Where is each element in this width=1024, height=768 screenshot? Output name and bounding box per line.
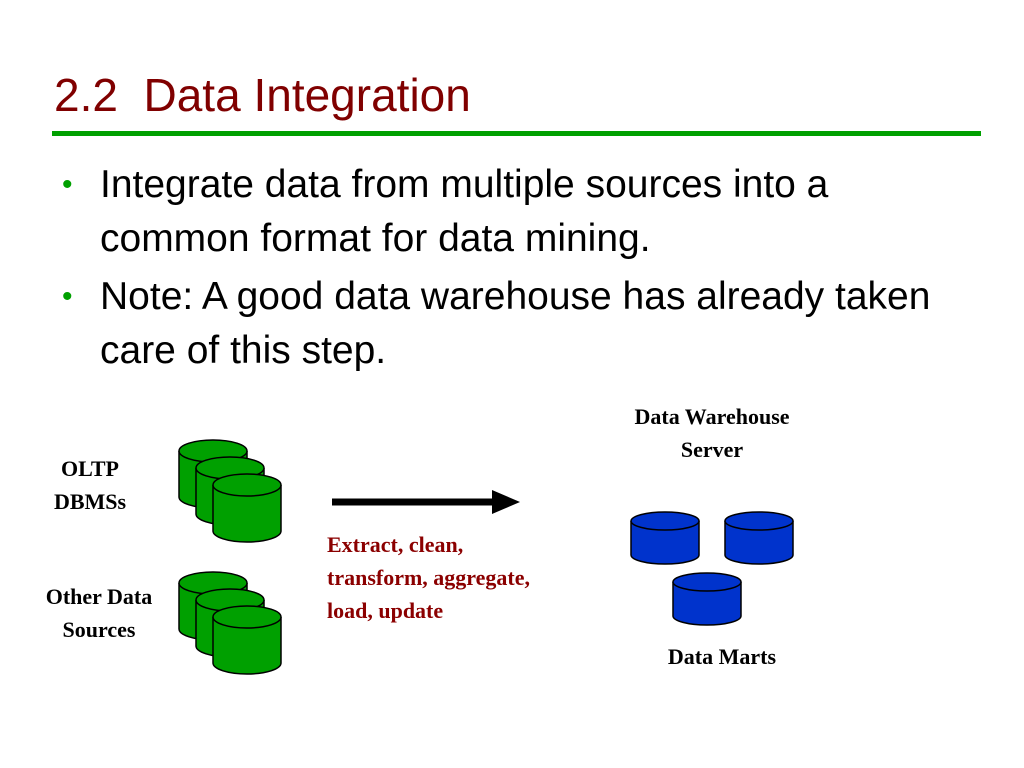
database-cylinder-icon	[724, 511, 794, 565]
warehouse-label: Data Warehouse Server	[592, 400, 832, 466]
other-sources-label-line: Other Data	[45, 584, 153, 609]
bullet-item: • Note: A good data warehouse has alread…	[62, 270, 982, 378]
data-marts-label: Data Marts	[622, 640, 822, 673]
data-marts-label-line: Data Marts	[667, 644, 777, 669]
bullet-text: Integrate data from multiple sources int…	[100, 163, 829, 260]
process-label-line: transform, aggregate,	[327, 565, 531, 590]
database-cylinder-icon	[672, 572, 742, 626]
data-marts-group	[630, 511, 794, 626]
bullet-text: Note: A good data warehouse has already …	[100, 275, 931, 372]
other-sources-database-stack	[178, 571, 282, 675]
bullet-icon: •	[62, 168, 73, 201]
bullet-item: • Integrate data from multiple sources i…	[62, 158, 982, 266]
oltp-label-line: DBMSs	[53, 489, 127, 514]
title-underline	[52, 131, 981, 136]
slide-title: 2.2 Data Integration	[54, 69, 471, 121]
other-sources-label-line: Sources	[62, 617, 136, 642]
process-label-line: Extract, clean,	[327, 532, 464, 557]
database-cylinder-icon	[630, 511, 700, 565]
oltp-label: OLTP DBMSs	[30, 452, 150, 518]
warehouse-label-line: Data Warehouse	[634, 404, 790, 429]
bullet-list: • Integrate data from multiple sources i…	[62, 158, 982, 382]
right-arrow-icon	[332, 490, 520, 514]
oltp-label-line: OLTP	[61, 456, 119, 481]
bullet-icon: •	[62, 280, 73, 313]
process-label: Extract, clean, transform, aggregate, lo…	[327, 528, 607, 627]
warehouse-label-line: Server	[680, 437, 744, 462]
process-label-line: load, update	[327, 598, 444, 623]
database-cylinder-icon	[212, 605, 282, 675]
other-sources-label: Other Data Sources	[24, 580, 174, 646]
oltp-database-stack	[178, 439, 282, 543]
database-cylinder-icon	[212, 473, 282, 543]
